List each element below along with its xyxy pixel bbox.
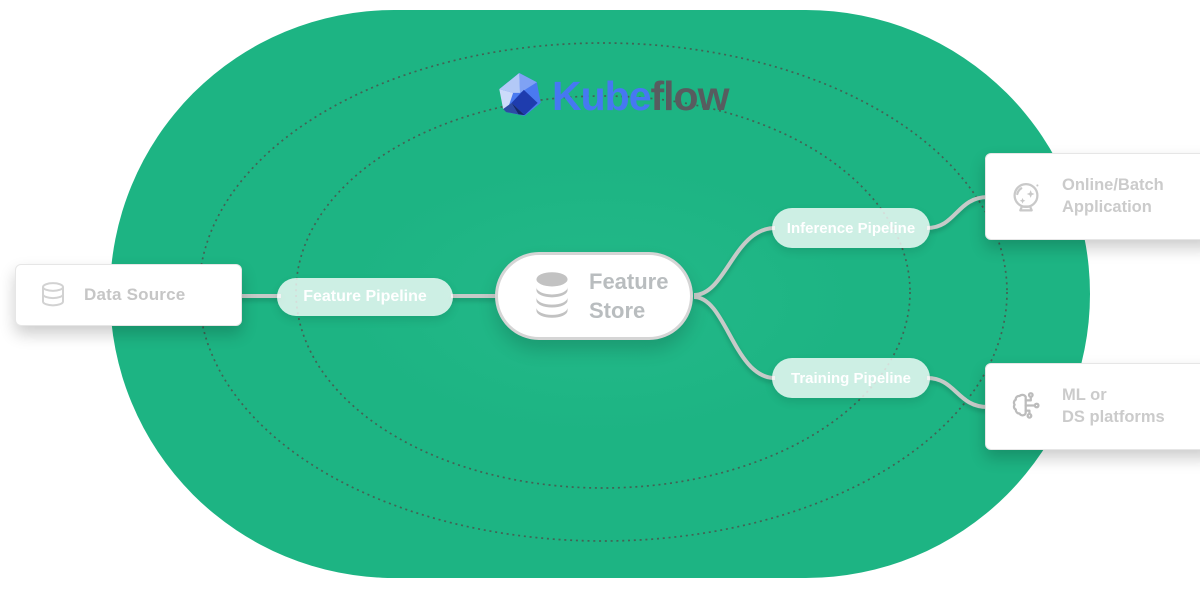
node-feature-store: Feature Store (495, 252, 693, 340)
feature-store-label-line1: Feature (589, 269, 669, 294)
kubeflow-logo: Kubeflow (497, 71, 730, 121)
kubeflow-logo-icon (499, 73, 541, 116)
feature-store-label-line2: Store (589, 298, 646, 323)
ml-ds-label: ML or DS platforms (1062, 385, 1165, 428)
inference-pipeline-label: Inference Pipeline (786, 219, 916, 237)
feature-store-label: Feature Store (589, 267, 668, 325)
node-feature-pipeline: Feature Pipeline (277, 278, 453, 316)
database-icon (38, 280, 68, 310)
ml-ds-label-line2: DS platforms (1062, 407, 1165, 426)
node-online-batch-application: Online/Batch Application (985, 153, 1200, 240)
machine-learning-icon (1008, 389, 1044, 425)
kubeflow-wordmark: Kubeflow (552, 71, 730, 121)
online-batch-label-line2: Application (1062, 197, 1152, 216)
node-data-source: Data Source (15, 264, 242, 326)
feature-pipeline-label: Feature Pipeline (303, 288, 427, 305)
database-stack-icon (532, 271, 572, 321)
node-training-pipeline: Training Pipeline (772, 358, 930, 398)
online-batch-label-line1: Online/Batch (1062, 176, 1164, 194)
node-inference-pipeline: Inference Pipeline (772, 208, 930, 248)
data-source-label: Data Source (84, 285, 186, 304)
online-batch-label: Online/Batch Application (1062, 175, 1164, 218)
node-ml-ds-platforms: ML or DS platforms (985, 363, 1200, 450)
training-pipeline-label: Training Pipeline (790, 369, 912, 387)
logo-text-kube: Kube (552, 73, 651, 119)
ml-ds-label-line1: ML or (1062, 386, 1107, 404)
logo-text-flow: flow (650, 73, 730, 119)
crystal-ball-icon (1008, 179, 1044, 215)
